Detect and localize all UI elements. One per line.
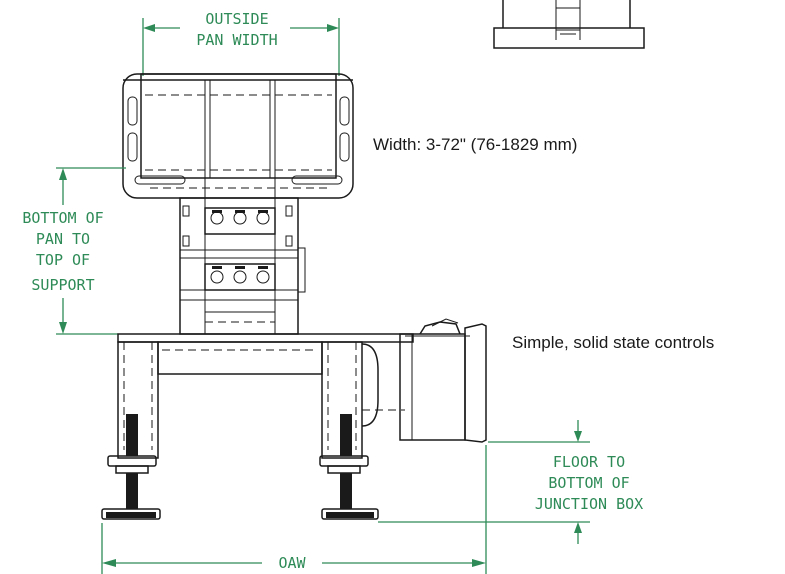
outside-pan-width-label-line1: OUTSIDE xyxy=(205,10,268,28)
floor-to-box-label-line3: JUNCTION BOX xyxy=(535,495,643,513)
base-frame xyxy=(117,333,414,459)
floor-to-box-label-line1: FLOOR TO xyxy=(553,453,625,471)
top-right-partial-view xyxy=(493,0,645,49)
floor-to-junction-box-dimension: FLOOR TO BOTTOM OF JUNCTION BOX xyxy=(378,420,643,544)
width-note: Width: 3-72" (76-1829 mm) xyxy=(373,135,577,154)
leveling-foot-right xyxy=(319,414,379,520)
support-column xyxy=(179,197,306,335)
outside-pan-width-dimension: OUTSIDE PAN WIDTH xyxy=(142,10,340,76)
leveling-foot-left xyxy=(101,414,161,520)
junction-box xyxy=(399,318,487,443)
floor-to-box-label-line2: BOTTOM OF xyxy=(548,474,629,492)
pan-assembly xyxy=(122,73,354,199)
controls-note: Simple, solid state controls xyxy=(512,333,714,352)
bottom-of-pan-label-line4: SUPPORT xyxy=(31,276,94,294)
outside-pan-width-label-line2: PAN WIDTH xyxy=(196,31,277,49)
oaw-dimension: OAW xyxy=(101,445,487,574)
bottom-of-pan-dimension: BOTTOM OF PAN TO TOP OF SUPPORT xyxy=(22,167,126,335)
oaw-label: OAW xyxy=(278,554,306,572)
bottom-of-pan-label-line1: BOTTOM OF xyxy=(22,209,103,227)
bottom-of-pan-label-line3: TOP OF xyxy=(36,251,90,269)
bottom-of-pan-label-line2: PAN TO xyxy=(36,230,90,248)
